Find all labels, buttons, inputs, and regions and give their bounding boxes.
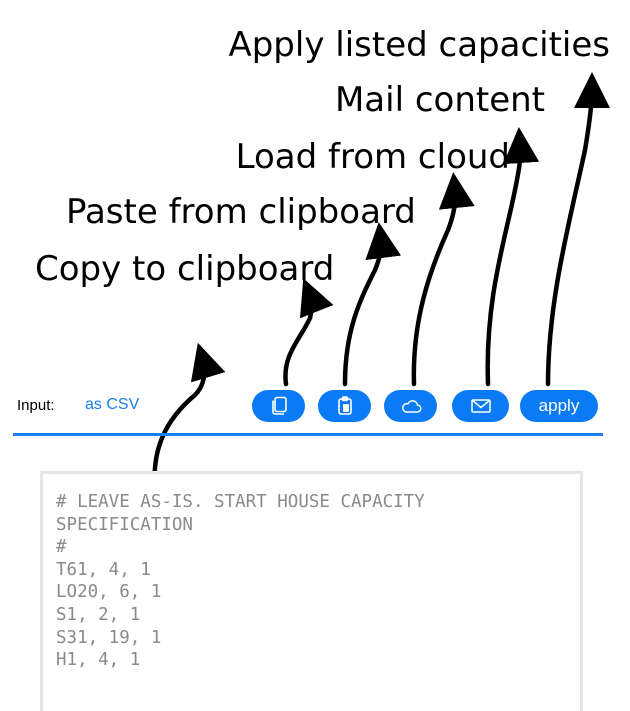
- mail-icon: [470, 399, 491, 413]
- line: SPECIFICATION: [56, 514, 193, 535]
- input-label: Input:: [17, 397, 55, 414]
- arrow-mail: [485, 127, 540, 387]
- copy-button[interactable]: [252, 390, 305, 422]
- line: S31, 19, 1: [56, 627, 162, 648]
- copy-icon: [271, 396, 287, 415]
- arrow-copy-button: [283, 278, 334, 387]
- format-csv-link[interactable]: as CSV: [85, 396, 140, 413]
- callout-mail: Mail content: [334, 80, 545, 120]
- callout-apply: Apply listed capacities: [228, 25, 610, 65]
- apply-button[interactable]: apply: [520, 390, 598, 422]
- cloud-icon: [401, 400, 421, 413]
- csv-text-content: # LEAVE AS-IS. START HOUSE CAPACITY SPEC…: [43, 474, 580, 689]
- csv-text-area[interactable]: # LEAVE AS-IS. START HOUSE CAPACITY SPEC…: [40, 471, 583, 711]
- callout-paste: Paste from clipboard: [66, 192, 416, 232]
- line: #: [56, 537, 67, 558]
- cloud-button[interactable]: [384, 390, 437, 422]
- mail-button[interactable]: [452, 390, 509, 422]
- paste-button[interactable]: [318, 390, 371, 422]
- callout-cloud: Load from cloud: [235, 137, 510, 177]
- line: S1, 2, 1: [56, 604, 141, 625]
- arrow-cloud: [411, 172, 475, 387]
- arrow-paste: [342, 222, 402, 387]
- line: T61, 4, 1: [56, 559, 151, 580]
- arrow-apply: [545, 72, 610, 387]
- line: LO20, 6, 1: [56, 582, 162, 603]
- toolbar-divider: [13, 433, 603, 436]
- line: H1, 4, 1: [56, 650, 141, 671]
- callout-copy: Copy to clipboard: [35, 249, 335, 289]
- arrow-copy: [152, 342, 226, 491]
- line: # LEAVE AS-IS. START HOUSE CAPACITY: [56, 492, 425, 512]
- paste-icon: [337, 396, 352, 415]
